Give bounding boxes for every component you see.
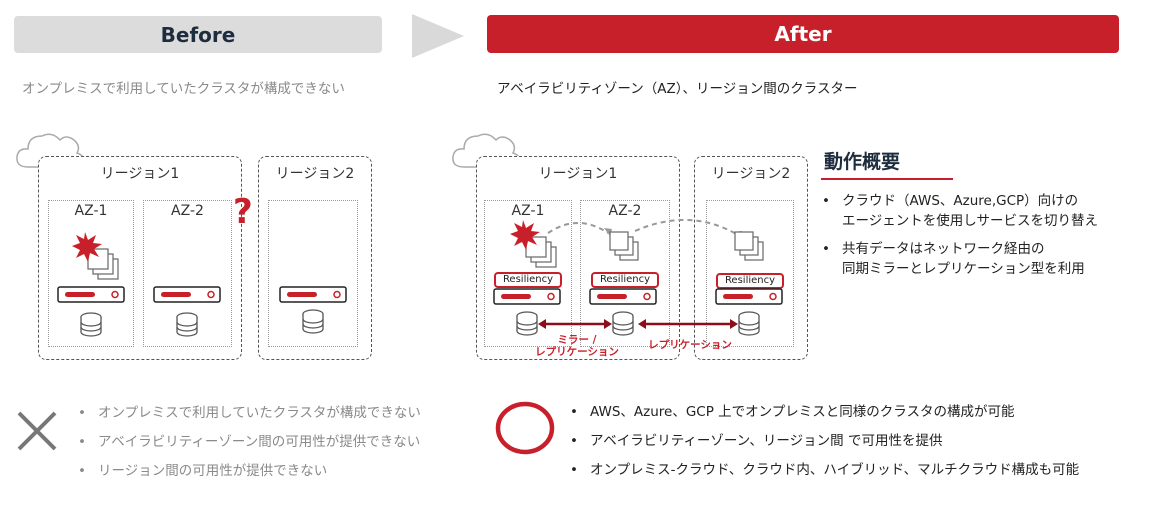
after-title: After bbox=[774, 22, 832, 46]
server-icon bbox=[493, 288, 561, 305]
question-mark: ? bbox=[233, 192, 253, 232]
region-1-label: リージョン1 bbox=[100, 166, 180, 182]
server-icon bbox=[57, 286, 125, 303]
before-title: Before bbox=[160, 22, 236, 47]
app-stack-icon bbox=[734, 231, 764, 261]
database-icon bbox=[80, 312, 102, 337]
database-icon bbox=[612, 311, 634, 336]
before-bullet: アベイラビリティーゾーン間の可用性が提供できない bbox=[78, 428, 421, 457]
region-1-label: リージョン1 bbox=[538, 166, 618, 182]
before-az-2: AZ-2 bbox=[143, 200, 232, 347]
server-icon bbox=[153, 286, 221, 303]
before-banner: Before bbox=[14, 16, 382, 53]
after-subtitle: アベイラビリティゾーン（AZ）、リージョン間のクラスター bbox=[497, 81, 858, 97]
overview-heading: 動作概要 bbox=[824, 151, 901, 173]
replication-label: レプリケーション bbox=[648, 339, 732, 351]
explosion-icon bbox=[72, 232, 102, 262]
after-bullet: アベイラビリティーゾーン、リージョン間 で可用性を提供 bbox=[570, 427, 1079, 456]
circle-icon bbox=[495, 401, 555, 455]
resiliency-badge: Resiliency bbox=[591, 272, 659, 288]
app-stack-icon bbox=[609, 231, 639, 261]
overview-item: クラウド（AWS、Azure,GCP）向けの エージェントを使用しサービスを切り… bbox=[822, 191, 1098, 231]
database-icon bbox=[302, 309, 324, 334]
resiliency-badge: Resiliency bbox=[716, 273, 784, 289]
az-2-label: AZ-2 bbox=[608, 203, 642, 219]
server-icon bbox=[279, 286, 347, 303]
mirror-label-line2: レプリケーション bbox=[535, 346, 619, 358]
before-bullet: オンプレミスで利用していたクラスタが構成できない bbox=[78, 399, 421, 428]
cross-icon bbox=[17, 411, 57, 451]
az-1-label: AZ-1 bbox=[74, 203, 108, 219]
server-icon bbox=[589, 288, 657, 305]
after-bullet: AWS、Azure、GCP 上でオンプレミスと同様のクラスタの構成が可能 bbox=[570, 398, 1079, 427]
app-stack-icon bbox=[510, 220, 557, 268]
database-icon bbox=[176, 312, 198, 337]
database-icon bbox=[516, 311, 538, 336]
before-bullets: オンプレミスで利用していたクラスタが構成できない アベイラビリティーゾーン間の可… bbox=[78, 399, 421, 486]
mirror-label-line1: ミラー / bbox=[557, 334, 597, 346]
mirror-label: ミラー / レプリケーション bbox=[525, 334, 629, 358]
after-banner: After bbox=[487, 15, 1119, 53]
app-stack-icon bbox=[72, 232, 119, 280]
overview-item: 共有データはネットワーク経由の 同期ミラーとレプリケーション型を利用 bbox=[822, 239, 1098, 279]
region-2-label: リージョン2 bbox=[711, 166, 791, 182]
overview-list: クラウド（AWS、Azure,GCP）向けの エージェントを使用しサービスを切り… bbox=[822, 191, 1098, 279]
resiliency-badge: Resiliency bbox=[494, 272, 562, 288]
after-bullets: AWS、Azure、GCP 上でオンプレミスと同様のクラスタの構成が可能 アベイ… bbox=[570, 398, 1079, 485]
replication-arrows bbox=[538, 319, 738, 329]
explosion-icon bbox=[510, 220, 540, 250]
region-2-label: リージョン2 bbox=[275, 166, 355, 182]
before-bullet: リージョン間の可用性が提供できない bbox=[78, 457, 421, 486]
after-bullet: オンプレミス-クラウド、クラウド内、ハイブリッド、マルチクラウド構成も可能 bbox=[570, 456, 1079, 485]
heading-underline bbox=[821, 178, 953, 180]
server-icon bbox=[715, 288, 783, 305]
az-2-label: AZ-2 bbox=[171, 203, 204, 219]
arrow-right-icon bbox=[412, 14, 464, 58]
before-subtitle: オンプレミスで利用していたクラスタが構成できない bbox=[22, 81, 345, 97]
az-1-label: AZ-1 bbox=[511, 203, 545, 219]
database-icon bbox=[738, 311, 760, 336]
